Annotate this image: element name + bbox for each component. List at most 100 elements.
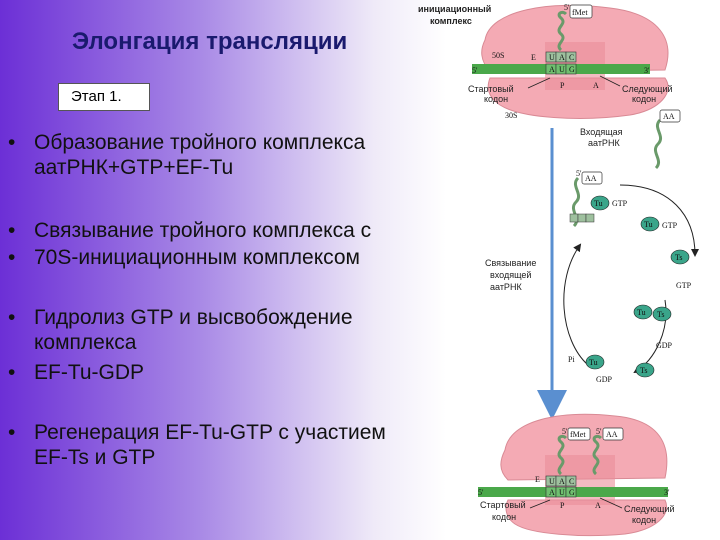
next-codon-label: кодон — [632, 94, 656, 104]
next-codon-label: Следующий — [624, 504, 675, 514]
label-50s: 50S — [492, 51, 504, 60]
aa-box — [602, 427, 624, 441]
anticodon-base: A — [559, 53, 565, 62]
site-p-label: P — [560, 501, 565, 510]
binding-label: Связывание — [485, 258, 536, 268]
anticodon-box — [577, 213, 587, 223]
codon-box — [565, 63, 577, 75]
ef-tu-circle — [585, 354, 605, 370]
ternary-complex: AA 5' Tu GTP — [569, 169, 628, 228]
gdp-label: GDP — [656, 341, 673, 350]
bullet-line: Связывание тройного комплекса с — [34, 219, 372, 242]
incoming-trna-label: аатРНК — [588, 138, 620, 148]
incoming-trna-label: Входящая — [580, 127, 623, 137]
bullet-marker: • — [8, 361, 16, 384]
label-5prime-trna: 5' — [564, 3, 570, 12]
next-codon-label: Следующий — [622, 84, 673, 94]
fmet-label: fMet — [570, 430, 586, 439]
bullet-line: комплекса — [34, 331, 137, 354]
bottom-ribosome: 5' 3' E P A U A C A U G fMet 5' AA 5' — [478, 413, 670, 537]
bullet-line: Образование тройного комплекса — [34, 131, 366, 154]
site-a-label: A — [593, 81, 599, 90]
tu-label: Tu — [644, 220, 653, 229]
bullet-marker: • — [8, 421, 16, 444]
anticodon-box — [585, 213, 595, 223]
slide-title: Элонгация трансляции — [72, 28, 348, 55]
label-30s: 30S — [505, 111, 517, 120]
site-a-label: A — [595, 501, 601, 510]
site-p-label: P — [560, 81, 565, 90]
label-5prime-ternary: 5' — [576, 169, 582, 178]
ts-label: Ts — [675, 253, 682, 262]
bullet-line: EF-Tu-GDP — [34, 361, 145, 384]
gtp-label: GTP — [662, 221, 678, 230]
label-5prime-trna: 5' — [562, 427, 568, 436]
aa-label: AA — [606, 430, 618, 439]
codon-base: U — [559, 488, 565, 497]
binding-label: входящей — [490, 270, 531, 280]
gdp-label: GDP — [596, 375, 613, 384]
ef-tu-circle — [590, 195, 610, 211]
label-5prime-trna: 5' — [596, 427, 602, 436]
fmet-label: fMet — [572, 8, 588, 17]
incoming-aa-trna: AA — [653, 109, 681, 170]
tu-label: Tu — [637, 308, 646, 317]
fmet-box — [569, 4, 593, 19]
site-e-label: E — [535, 475, 540, 484]
anticodon-base: U — [549, 53, 555, 62]
ef-tu-circle — [640, 216, 660, 232]
init-complex-label: комплекс — [430, 16, 472, 26]
bullet-marker: • — [8, 246, 16, 269]
bullet-marker: • — [8, 219, 16, 242]
site-e-label: E — [531, 53, 536, 62]
anticodon-base: C — [569, 477, 574, 486]
gtp-label: GTP — [612, 199, 628, 208]
codon-base: G — [569, 488, 575, 497]
bullet-line: аатРНК+GTP+EF-Tu — [34, 156, 234, 179]
binding-label: аатРНК — [490, 282, 522, 292]
p-site-trna — [557, 434, 568, 476]
tu-label: Tu — [589, 358, 598, 367]
bullet-line: 70S-инициационным комплексом — [34, 246, 360, 269]
start-codon-pointer — [527, 77, 551, 89]
tu-label: Tu — [594, 199, 603, 208]
ef-ts-circle — [670, 249, 690, 265]
codon-base: G — [569, 65, 575, 74]
initiator-trna — [557, 10, 568, 52]
next-codon-pointer — [599, 497, 623, 509]
codon-base: A — [549, 65, 555, 74]
top-ribosome: 50S 30S 5' 3' E P A U A C A U G fMet 5' — [472, 3, 669, 120]
start-codon-label: кодон — [484, 94, 508, 104]
ribosome-50s-shape — [481, 4, 669, 73]
ef-ts-circle — [652, 306, 672, 322]
bullet-line: EF-Ts и GTP — [34, 446, 156, 469]
gtp-label: GTP — [676, 281, 692, 290]
bullet-marker: • — [8, 131, 16, 154]
aa-box — [659, 109, 681, 123]
bullet-line: Гидролиз GTP и высвобождение — [34, 306, 353, 329]
start-codon-pointer — [529, 499, 551, 509]
label-5prime: 5' — [478, 488, 484, 497]
anticodon-base: A — [559, 477, 565, 486]
codon-base: A — [549, 488, 555, 497]
ribosome-50s-shape — [500, 413, 668, 481]
init-complex-label: инициационный — [418, 4, 491, 14]
aa-label: AA — [585, 174, 597, 183]
bullet-marker: • — [8, 306, 16, 329]
incoming-trna-body — [653, 118, 663, 170]
label-3prime: 3' — [664, 488, 670, 497]
ef-ts-circle — [635, 362, 655, 378]
anticodon-box — [565, 51, 577, 63]
label-3prime: 3' — [644, 66, 650, 75]
ef-tu-circle — [633, 304, 653, 320]
elongation-diagram: 50S 30S 5' 3' E P A U A C A U G fMet 5' … — [418, 3, 699, 537]
anticodon-box — [565, 475, 577, 487]
next-codon-pointer — [599, 75, 621, 87]
ts-label: Ts — [657, 310, 664, 319]
ribosome-30s-shape — [487, 77, 669, 119]
anticodon-base: C — [569, 53, 574, 62]
next-codon-label: кодон — [632, 515, 656, 525]
anticodon-box — [569, 213, 579, 223]
start-codon-label: Стартовый — [468, 84, 514, 94]
cycle-arrow — [619, 184, 699, 257]
